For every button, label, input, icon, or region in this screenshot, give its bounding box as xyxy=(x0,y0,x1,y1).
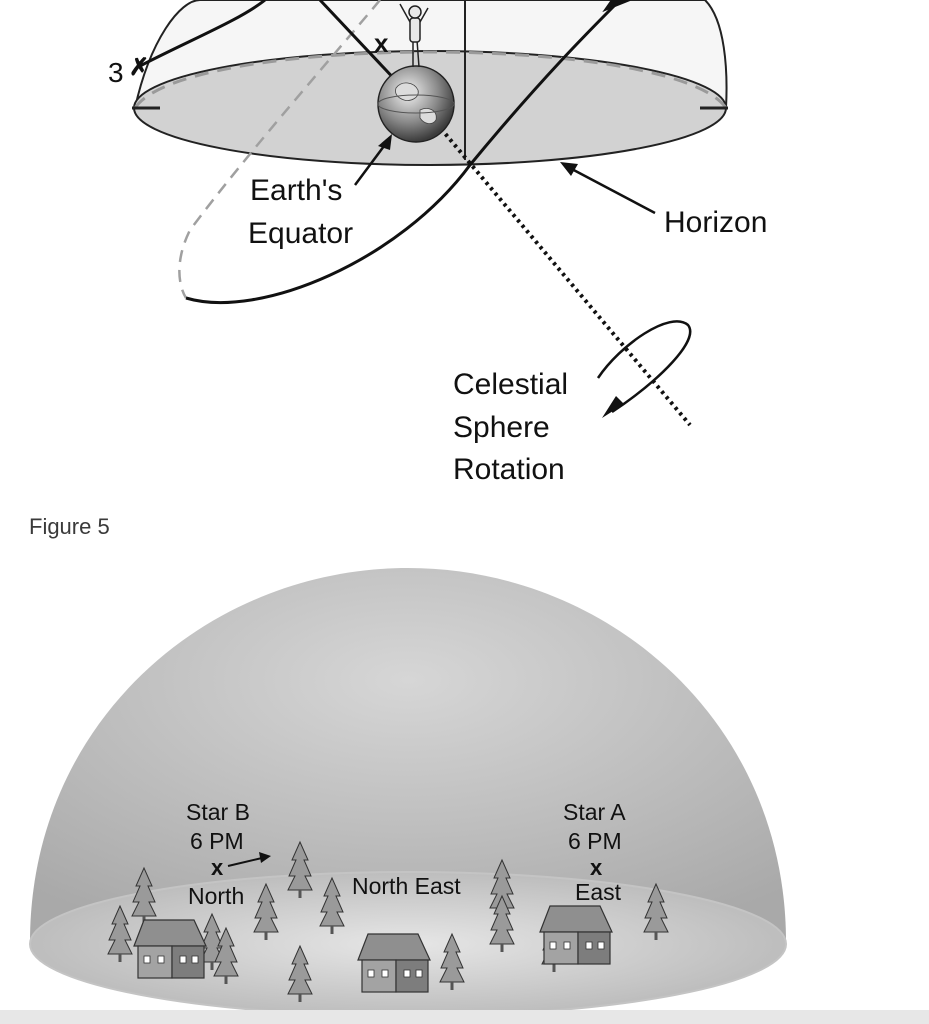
observer-figure-icon xyxy=(399,3,429,68)
zenith-marker-x: x xyxy=(374,28,389,58)
horizon-pointer-arrowhead xyxy=(560,162,578,176)
star-a-time: 6 PM xyxy=(568,828,622,854)
house-icon xyxy=(357,933,431,993)
star-a-mark: x xyxy=(590,855,603,880)
star-marker-3-x: ✗ xyxy=(129,54,149,81)
direction-east: East xyxy=(575,879,622,905)
equator-label-line1: Earth's xyxy=(250,174,342,207)
house-icon xyxy=(539,905,613,965)
pointer-line xyxy=(318,0,402,87)
sky-dome-figure: Star B 6 PM x North North East Star A 6 … xyxy=(29,568,787,1017)
direction-north-east: North East xyxy=(352,873,461,899)
bottom-strip xyxy=(0,1010,929,1024)
star-marker-3-label: 3 xyxy=(108,57,124,88)
rotation-arrow-icon xyxy=(596,320,692,418)
top-arrowhead xyxy=(602,0,631,13)
star-b-name: Star B xyxy=(186,799,250,825)
equator-pointer-arrowhead xyxy=(378,134,392,150)
direction-north: North xyxy=(188,883,244,909)
star-b-time: 6 PM xyxy=(190,828,244,854)
sky-dome xyxy=(30,568,786,942)
celestial-equator-line xyxy=(185,0,622,304)
rotation-label-line2: Sphere xyxy=(453,411,550,444)
figure-caption: Figure 5 xyxy=(29,514,110,539)
star-b-motion-arrow xyxy=(227,857,263,867)
horizon-back-dashes xyxy=(133,50,728,109)
earth-globe-icon xyxy=(377,65,455,143)
celestial-sphere-figure: 3 ✗ x Earth's Equator Horizon Celestial … xyxy=(108,0,767,486)
star-a-name: Star A xyxy=(563,799,626,825)
horizon-label: Horizon xyxy=(664,206,767,239)
equator-label-line2: Equator xyxy=(248,217,353,250)
rotation-label-line3: Rotation xyxy=(453,453,565,486)
star-b-motion-arrowhead xyxy=(259,852,271,863)
star-b-mark: x xyxy=(211,855,224,880)
equator-back-dashes xyxy=(178,0,381,299)
star-path-3 xyxy=(139,0,266,68)
rotation-label-line1: Celestial xyxy=(453,368,568,401)
house-icon xyxy=(133,919,207,979)
horizon-pointer-arrow xyxy=(567,165,656,215)
